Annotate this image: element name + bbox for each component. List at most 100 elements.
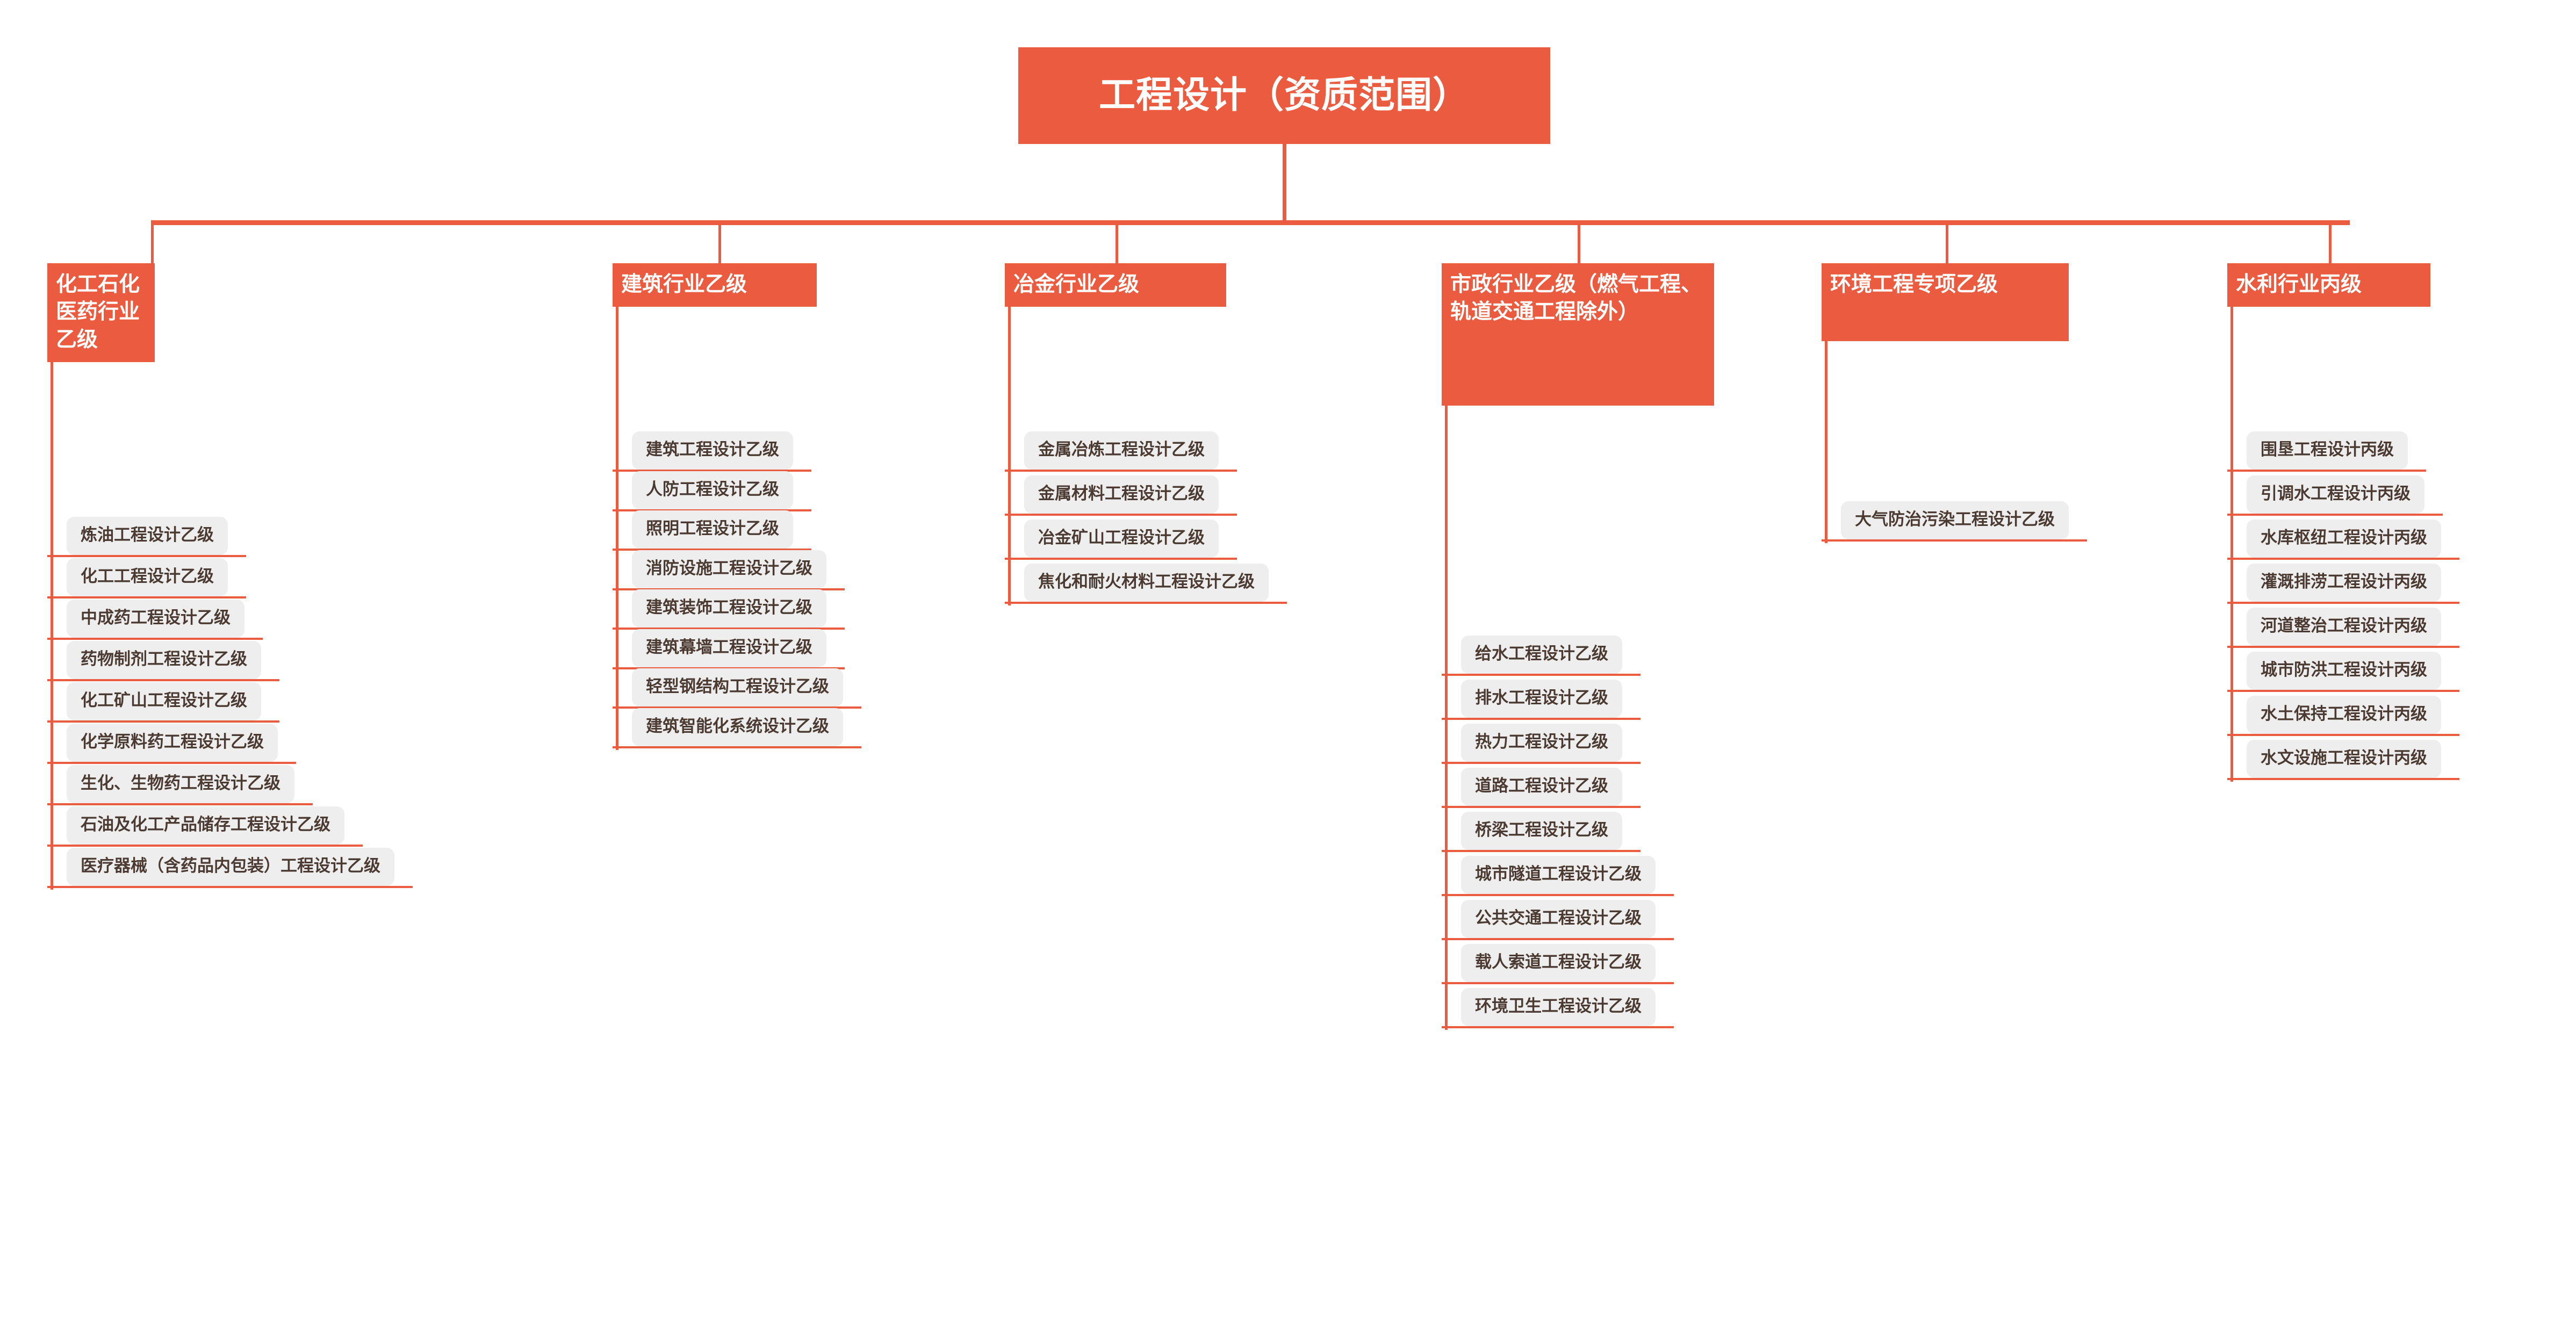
branch-drop-connector-municipal [1578,223,1580,263]
leaf-node[interactable]: 化工矿山工程设计乙级 [47,682,299,723]
leaf-node-underline [1442,850,1640,852]
leaf-node-underline [2227,514,2443,516]
leaf-node[interactable]: 大气防治污染工程设计乙级 [1822,501,2106,542]
leaf-node[interactable]: 引调水工程设计丙级 [2227,475,2462,516]
leaf-node-label: 焦化和耐火材料工程设计乙级 [1024,564,1269,602]
leaf-node[interactable]: 石油及化工产品储存工程设计乙级 [47,806,382,847]
leaf-node[interactable]: 炼油工程设计乙级 [47,517,265,558]
leaf-node[interactable]: 消防设施工程设计乙级 [613,550,864,590]
branch-leaf-list-water-conservancy: 围垦工程设计丙级引调水工程设计丙级水库枢纽工程设计丙级灌溉排涝工程设计丙级河道整… [2227,307,2459,788]
leaf-node[interactable]: 给水工程设计乙级 [1442,636,1660,676]
leaf-node-underline [2227,646,2459,648]
leaf-node[interactable]: 化学原料药工程设计乙级 [47,724,315,764]
leaf-node-label: 药物制剂工程设计乙级 [67,641,261,680]
leaf-node-underline [1005,602,1287,604]
leaf-node-label: 水库枢纽工程设计丙级 [2247,520,2441,558]
leaf-node-label: 轻型钢结构工程设计乙级 [632,668,843,707]
branch-spine-connector-chemical-petro-pharma [51,362,53,890]
leaf-node-label: 河道整治工程设计丙级 [2247,608,2441,646]
leaf-node-label: 公共交通工程设计乙级 [1461,900,1656,938]
leaf-node[interactable]: 建筑装饰工程设计乙级 [613,589,864,630]
leaf-node-label: 建筑幕墙工程设计乙级 [632,629,826,667]
leaf-node[interactable]: 药物制剂工程设计乙级 [47,641,299,682]
branch-header-municipal[interactable]: 市政行业乙级（燃气工程、轨道交通工程除外） [1442,263,1714,406]
branch-leaf-list-metallurgy: 金属冶炼工程设计乙级金属材料工程设计乙级冶金矿山工程设计乙级焦化和耐火材料工程设… [1005,307,1287,612]
leaf-node[interactable]: 医疗器械（含药品内包装）工程设计乙级 [47,848,432,889]
leaf-node-label: 城市防洪工程设计丙级 [2247,652,2441,690]
branch-column-water-conservancy: 水利行业丙级围垦工程设计丙级引调水工程设计丙级水库枢纽工程设计丙级灌溉排涝工程设… [2227,263,2459,788]
branch-drop-connector-metallurgy [1116,223,1118,263]
branch-drop-connector-chemical-petro-pharma [151,223,154,263]
leaf-node-underline [47,762,296,764]
branch-column-municipal: 市政行业乙级（燃气工程、轨道交通工程除外）给水工程设计乙级排水工程设计乙级热力工… [1442,263,1714,1036]
leaf-node-label: 照明工程设计乙级 [632,510,793,549]
leaf-node-underline [1442,938,1674,940]
leaf-node[interactable]: 金属材料工程设计乙级 [1005,475,1256,516]
leaf-node[interactable]: 灌溉排涝工程设计丙级 [2227,564,2479,604]
leaf-node-label: 给水工程设计乙级 [1461,636,1622,674]
leaf-node-label: 热力工程设计乙级 [1461,724,1622,762]
leaf-node-underline [613,588,845,590]
leaf-node[interactable]: 轻型钢结构工程设计乙级 [613,668,881,709]
leaf-node-underline [613,509,811,511]
leaf-node[interactable]: 照明工程设计乙级 [613,510,831,551]
leaf-node-label: 化工矿山工程设计乙级 [67,682,261,721]
branch-header-chemical-petro-pharma[interactable]: 化工石化医药行业乙级 [47,263,155,363]
leaf-node-underline [613,667,845,669]
leaf-node-underline [613,706,861,709]
leaf-node[interactable]: 水文设施工程设计丙级 [2227,740,2479,781]
leaf-node-label: 石油及化工产品储存工程设计乙级 [67,806,344,845]
leaf-node-underline [47,596,246,599]
leaf-node[interactable]: 载人索道工程设计乙级 [1442,944,1693,984]
leaf-node[interactable]: 冶金矿山工程设计乙级 [1005,520,1256,560]
leaf-node-underline [2227,602,2459,604]
root-node[interactable]: 工程设计（资质范围） [1018,47,1550,144]
leaf-node[interactable]: 热力工程设计乙级 [1442,724,1660,764]
leaf-node-underline [47,720,279,723]
branch-header-label: 冶金行业乙级 [1013,272,1140,297]
leaf-node-underline [1442,982,1674,984]
leaf-node[interactable]: 环境卫生工程设计乙级 [1442,988,1693,1028]
leaf-node-underline [2227,690,2459,693]
leaf-node[interactable]: 水库枢纽工程设计丙级 [2227,520,2479,560]
leaf-node-underline [613,470,811,472]
leaf-node[interactable]: 城市隧道工程设计乙级 [1442,856,1693,896]
leaf-node[interactable]: 围垦工程设计丙级 [2227,431,2445,472]
leaf-node[interactable]: 河道整治工程设计丙级 [2227,608,2479,648]
branch-column-chemical-petro-pharma: 化工石化医药行业乙级炼油工程设计乙级化工工程设计乙级中成药工程设计乙级药物制剂工… [47,263,413,896]
leaf-node-label: 化工工程设计乙级 [67,558,228,597]
branch-spine-connector-water-conservancy [2230,307,2233,782]
branch-column-environmental: 环境工程专项乙级大气防治污染工程设计乙级 [1822,263,2087,550]
leaf-node[interactable]: 道路工程设计乙级 [1442,768,1660,808]
leaf-node-label: 中成药工程设计乙级 [67,600,244,638]
leaf-node[interactable]: 人防工程设计乙级 [613,471,831,511]
leaf-node[interactable]: 水土保持工程设计丙级 [2227,696,2479,737]
branch-header-water-conservancy[interactable]: 水利行业丙级 [2227,263,2430,307]
leaf-node[interactable]: 城市防洪工程设计丙级 [2227,652,2479,693]
branch-header-construction[interactable]: 建筑行业乙级 [613,263,817,307]
leaf-node-label: 建筑装饰工程设计乙级 [632,589,826,628]
leaf-node-underline [1442,1026,1674,1028]
branch-leaf-list-chemical-petro-pharma: 炼油工程设计乙级化工工程设计乙级中成药工程设计乙级药物制剂工程设计乙级化工矿山工… [47,362,413,896]
leaf-node[interactable]: 金属冶炼工程设计乙级 [1005,431,1256,472]
leaf-node[interactable]: 中成药工程设计乙级 [47,600,282,640]
leaf-node[interactable]: 建筑幕墙工程设计乙级 [613,629,864,669]
leaf-node[interactable]: 建筑工程设计乙级 [613,431,831,472]
leaf-node-underline [1442,762,1640,764]
leaf-node-label: 水土保持工程设计丙级 [2247,696,2441,734]
leaf-node-underline [613,627,845,630]
branch-drop-connector-environmental [1946,223,1948,263]
leaf-node[interactable]: 建筑智能化系统设计乙级 [613,708,881,748]
leaf-node[interactable]: 公共交通工程设计乙级 [1442,900,1693,940]
leaf-node[interactable]: 排水工程设计乙级 [1442,680,1660,720]
leaf-node-label: 金属材料工程设计乙级 [1024,475,1219,514]
branch-leaf-list-municipal: 给水工程设计乙级排水工程设计乙级热力工程设计乙级道路工程设计乙级桥梁工程设计乙级… [1442,406,1714,1036]
leaf-node[interactable]: 化工工程设计乙级 [47,558,265,599]
leaf-node-underline [1442,718,1640,720]
leaf-node[interactable]: 生化、生物药工程设计乙级 [47,765,332,806]
leaf-node[interactable]: 焦化和耐火材料工程设计乙级 [1005,564,1306,604]
leaf-node[interactable]: 桥梁工程设计乙级 [1442,812,1660,852]
branch-header-environmental[interactable]: 环境工程专项乙级 [1822,263,2069,341]
leaf-node-label: 消防设施工程设计乙级 [632,550,826,588]
branch-header-metallurgy[interactable]: 冶金行业乙级 [1005,263,1226,307]
